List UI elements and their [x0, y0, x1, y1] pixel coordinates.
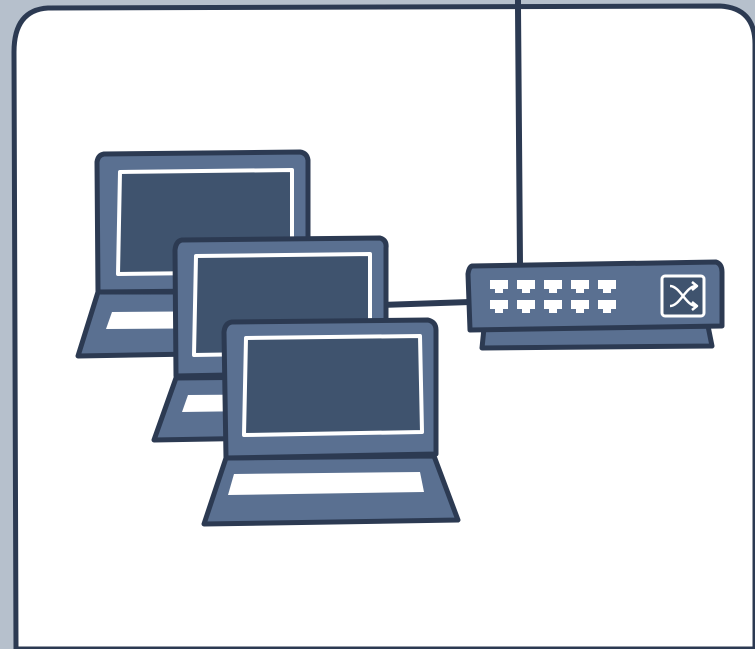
laptop-front-screen: [244, 336, 422, 435]
network-switch: [468, 262, 722, 348]
crossed-arrows-icon: [662, 276, 704, 316]
laptop-front-keyboard: [228, 472, 424, 495]
laptop-front: [204, 320, 458, 524]
uplink-cable: [518, 0, 520, 265]
laptop-switch-cable: [380, 302, 470, 305]
